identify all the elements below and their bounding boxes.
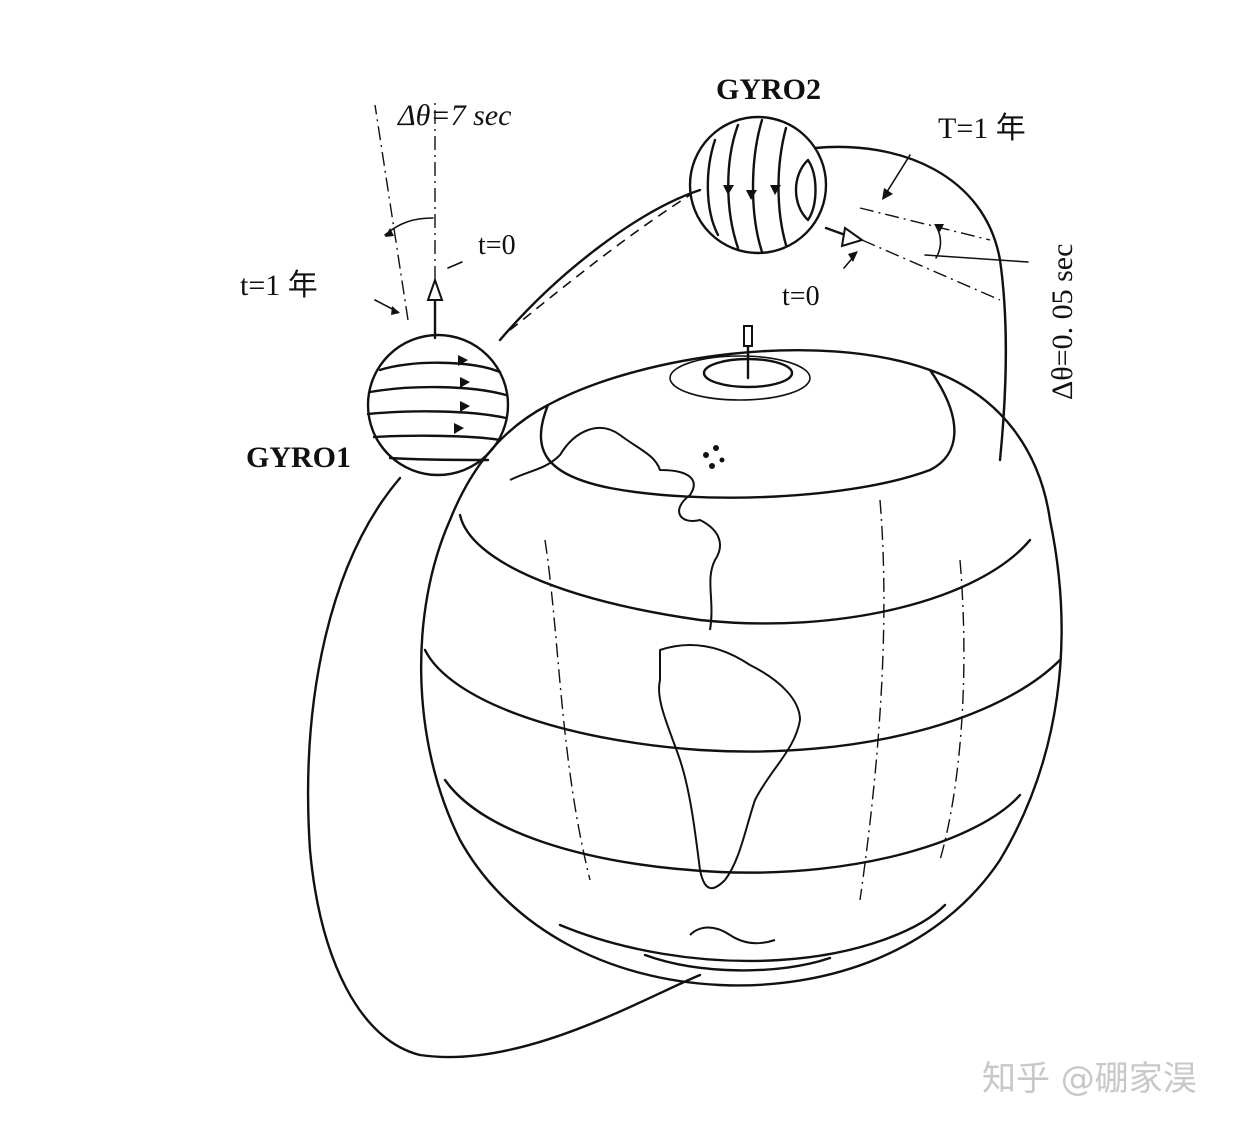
gyro1-delta-theta-label: Δθ=7 sec	[397, 99, 511, 132]
gyro1-drift-line	[374, 104, 409, 321]
gyro2-delta-theta-label: Δθ=0. 05 sec	[1046, 244, 1079, 400]
gyro1-sphere	[366, 276, 510, 477]
gyro1-label: GYRO1	[246, 441, 351, 474]
gyro2-drift-line	[859, 207, 991, 241]
orbit-path-lower	[306, 476, 702, 1059]
watermark-text: 知乎 @硼家淏	[982, 1059, 1197, 1099]
gyro1-t1-label: t=1 年	[240, 269, 318, 302]
earth	[419, 325, 1063, 987]
gyro2-t0-label: t=0	[782, 281, 820, 312]
gyro2-reference-line	[861, 239, 1001, 301]
gyro2-label: GYRO2	[716, 73, 821, 106]
orbit-path	[498, 188, 702, 342]
gyro2-sphere	[688, 115, 865, 255]
gyro2-T1-label: T=1 年	[938, 112, 1026, 145]
gyro1-t0-label: t=0	[478, 230, 516, 261]
orbit-path-front	[813, 145, 1007, 462]
orbit-path-dashed	[509, 194, 691, 331]
